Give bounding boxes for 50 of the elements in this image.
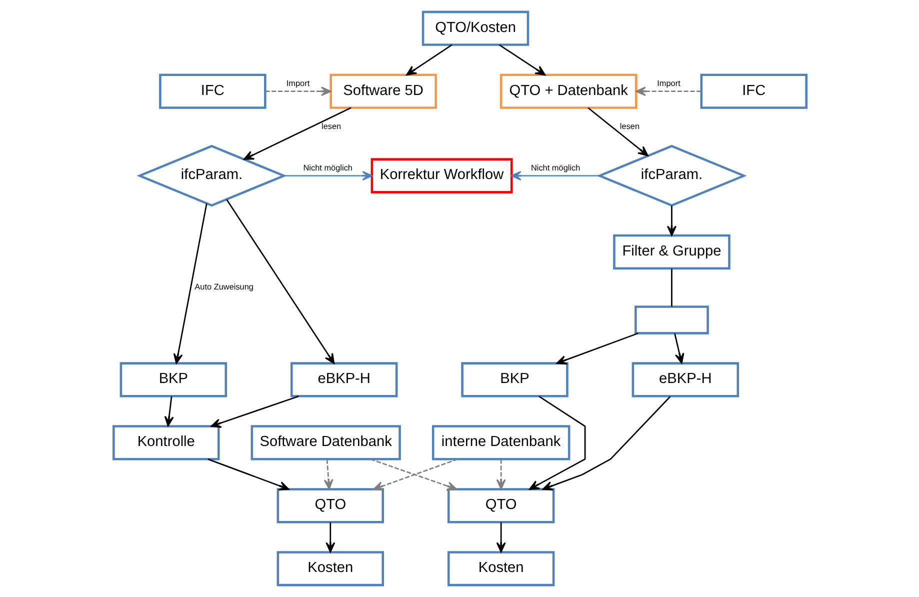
arrow [406, 44, 452, 76]
edge-label: lesen [619, 122, 640, 131]
edge-label: lesen [321, 122, 341, 131]
arrow [172, 203, 207, 364]
node-box: eBKP-H [290, 362, 398, 398]
node-box: QTO [276, 488, 384, 524]
node-box: Software Datenbank [250, 425, 400, 460]
arrow [164, 396, 174, 427]
node-box: Kosten [276, 551, 384, 586]
node-box: Filter & Gruppe [612, 234, 730, 270]
node-box: QTO/Kosten [421, 10, 529, 46]
arrow [264, 86, 331, 96]
arrow [528, 396, 586, 490]
arrow [666, 206, 676, 236]
node-diamond: ifcParam. [136, 144, 286, 207]
arrow [243, 107, 351, 160]
edge-label: Auto Zuweisung [194, 282, 253, 292]
arrow [496, 522, 506, 552]
arrow [325, 522, 335, 552]
node-box: Korrektur Workflow [370, 158, 512, 194]
arrow [587, 107, 648, 156]
edge-label: Nicht möglich [302, 163, 352, 172]
arrow [226, 199, 334, 364]
arrow [283, 170, 372, 181]
node-box: IFC [158, 74, 266, 109]
arrow [542, 396, 670, 491]
arrow [510, 170, 599, 181]
edge-label: Import [656, 79, 680, 88]
arrow [556, 332, 638, 365]
edge-label: Import [286, 79, 310, 88]
node-box: IFC [700, 74, 807, 109]
arrow [674, 333, 684, 364]
node-box: QTO + Datenbank [499, 74, 637, 109]
connector [670, 268, 672, 307]
arrow [210, 396, 298, 428]
node-box: Kosten [446, 551, 554, 586]
arrow [323, 459, 333, 490]
node-box: Software 5D [329, 74, 436, 109]
edge-label: Nicht möglich [530, 163, 580, 172]
arrow [635, 86, 701, 96]
node-box: QTO [446, 488, 554, 524]
node-box: BKP [119, 362, 227, 398]
node-box: BKP [460, 362, 568, 398]
node-box: eBKP-H [631, 362, 739, 398]
node-box: interne Datenbank [431, 425, 570, 460]
arrow [498, 44, 546, 76]
arrow [496, 459, 506, 490]
node-box [634, 306, 708, 334]
node-box: Kontrolle [112, 425, 220, 460]
arrow [207, 458, 289, 491]
